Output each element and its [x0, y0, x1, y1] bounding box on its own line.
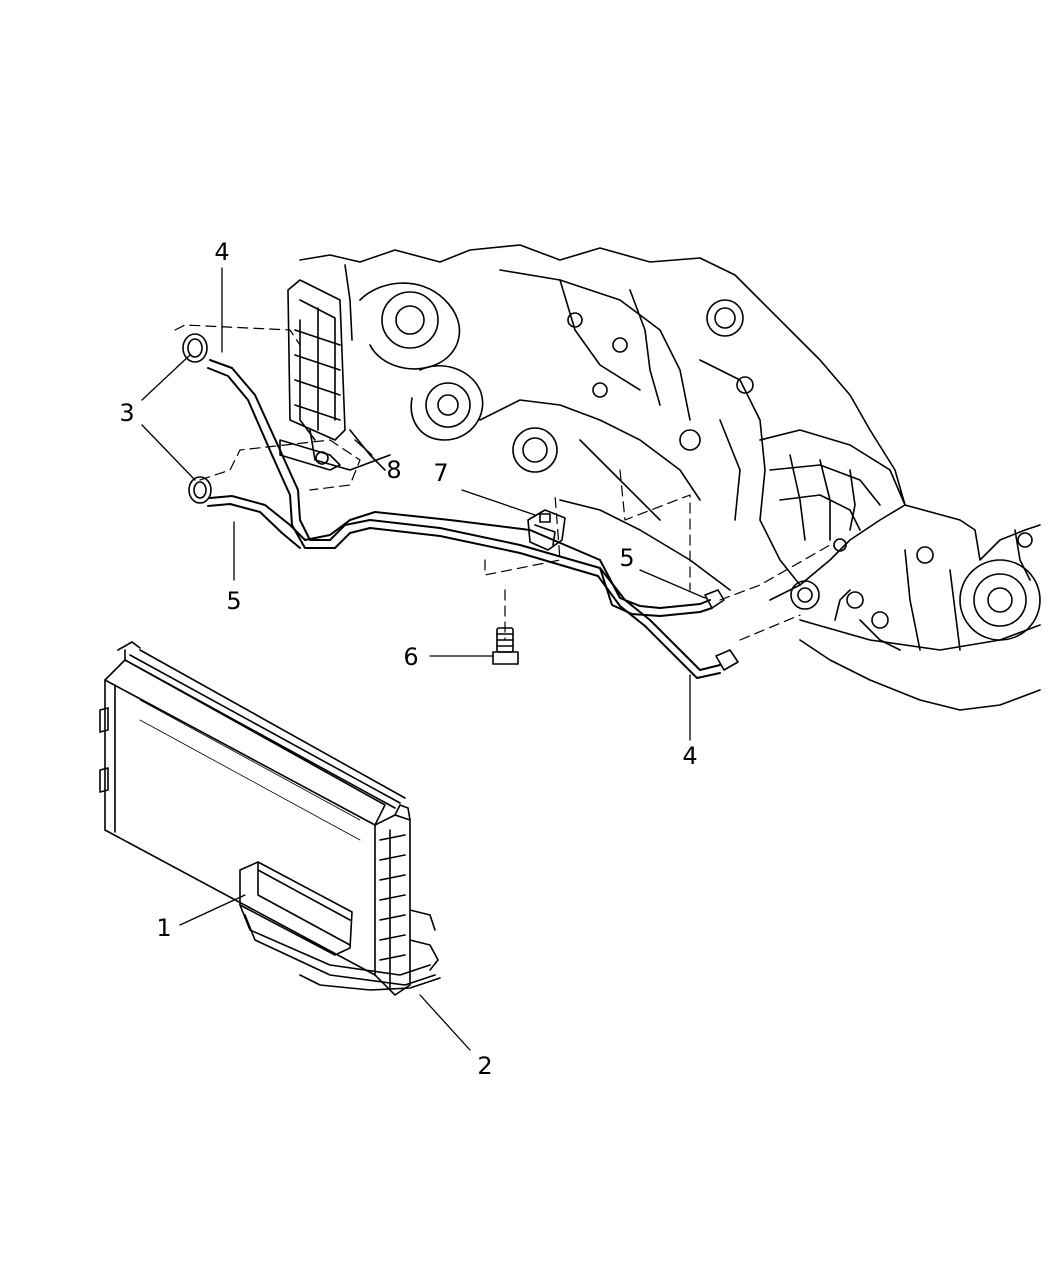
callout-1: 1 — [156, 914, 172, 942]
line-bracket — [527, 509, 566, 551]
callout-7: 7 — [433, 459, 449, 487]
callout-5-left: 5 — [226, 587, 242, 615]
radiator-cooler-assembly — [99, 641, 441, 996]
callout-2: 2 — [477, 1052, 493, 1080]
mounting-bolt — [492, 627, 519, 665]
engine-assembly — [299, 244, 906, 591]
callout-3: 3 — [119, 399, 135, 427]
callout-4-top: 4 — [214, 238, 230, 266]
phantom-lines — [174, 324, 831, 641]
leader-lines — [141, 267, 706, 1051]
callout-4-bottom: 4 — [682, 742, 698, 770]
hose-clamps — [182, 333, 212, 504]
radiator-bracket — [279, 279, 391, 471]
callout-6: 6 — [403, 643, 419, 671]
callout-5-right: 5 — [619, 544, 635, 572]
line-fittings — [704, 589, 739, 671]
transmission-housing — [759, 429, 1041, 711]
callout-8: 8 — [386, 456, 402, 484]
cooler-lines — [207, 359, 721, 679]
